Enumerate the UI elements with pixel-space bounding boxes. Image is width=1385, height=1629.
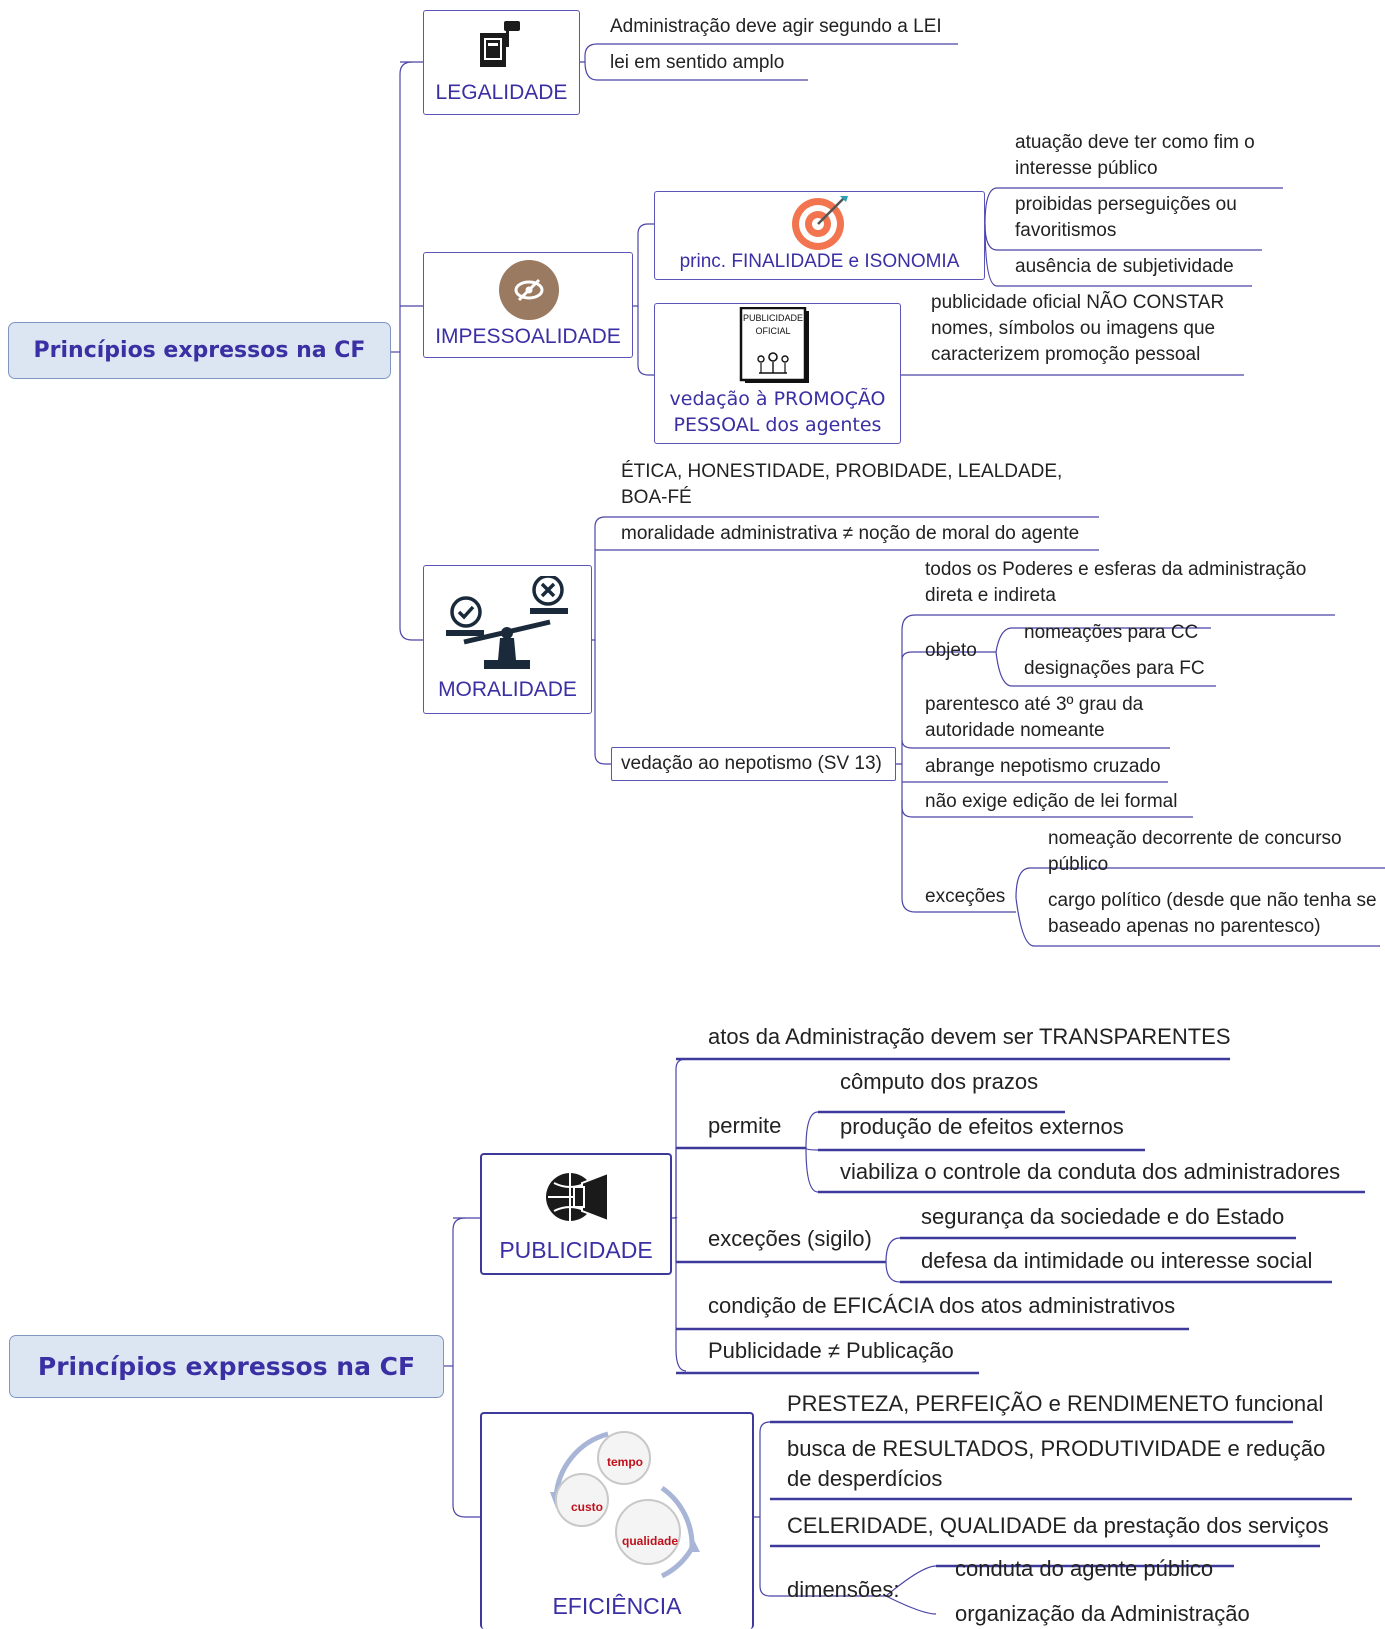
nepotismo-item-2: parentesco até 3º grau da autoridade nom… <box>925 694 1144 741</box>
dimensoes-item-2: organização da Administração <box>955 1601 1250 1626</box>
dimensoes-item-1: conduta do agente público <box>955 1556 1214 1581</box>
permite-item-3: viabiliza o controle da conduta dos admi… <box>840 1159 1341 1184</box>
pub-excecoes-item-1: segurança da sociedade e do Estado <box>921 1204 1285 1229</box>
bottom-root-label: Princípios expressos na CF <box>37 1352 416 1381</box>
vedacao-node[interactable]: PUBLICIDADE OFICIAL vedação à PROMOÇÃO P… <box>654 303 901 444</box>
finalidade-item-1: atuação deve ter como fim o interesse pú… <box>1015 132 1255 179</box>
nepotismo-label: vedação ao nepotismo (SV 13) <box>621 753 882 774</box>
legalidade-title: LEGALIDADE <box>435 81 568 104</box>
nepotismo-node[interactable]: vedação ao nepotismo (SV 13) <box>611 747 896 781</box>
finalidade-item-3: ausência de subjetividade <box>1015 256 1234 277</box>
objeto-item-2: designações para FC <box>1024 658 1205 679</box>
objeto-item-1: nomeações para CC <box>1024 622 1199 643</box>
publicidade-item-2: condição de EFICÁCIA dos atos administra… <box>708 1293 1176 1318</box>
law-book-gavel-icon <box>480 21 520 67</box>
eficiencia-item-2: busca de RESULTADOS, PRODUTIVIDADE e red… <box>787 1436 1326 1491</box>
moralidade-node[interactable]: MORALIDADE <box>423 565 592 714</box>
gear-label-tempo: tempo <box>607 1455 643 1469</box>
balance-scale-icon <box>446 576 568 669</box>
moralidade-title: MORALIDADE <box>438 678 577 701</box>
moralidade-item-1: ÉTICA, HONESTIDADE, PROBIDADE, LEALDADE,… <box>621 461 1063 508</box>
eficiencia-item-3: CELERIDADE, QUALIDADE da prestação dos s… <box>787 1513 1329 1538</box>
finalidade-item-2: proibidas perseguições ou favoritismos <box>1015 194 1237 241</box>
finalidade-title: princ. FINALIDADE e ISONOMIA <box>679 251 960 272</box>
gear-label-qualidade: qualidade <box>622 1534 679 1548</box>
publicidade-title: PUBLICIDADE <box>499 1237 653 1263</box>
pub-excecoes-label: exceções (sigilo) <box>708 1226 872 1251</box>
nepotismo-item-4: não exige edição de lei formal <box>925 791 1178 812</box>
poster-line-2: OFICIAL <box>755 326 791 336</box>
permite-item-1: cômputo dos prazos <box>840 1069 1039 1094</box>
target-icon <box>792 196 848 250</box>
excecoes-label: exceções <box>925 886 1006 907</box>
publicity-poster-icon: PUBLICIDADE OFICIAL <box>739 307 819 385</box>
excecoes-item-2: cargo político (desde que não tenha se b… <box>1048 890 1377 937</box>
impessoalidade-title: IMPESSOALIDADE <box>435 325 621 348</box>
objeto-label: objeto <box>925 640 977 661</box>
eficiencia-title: EFICIÊNCIA <box>552 1593 682 1619</box>
legalidade-item-1: Administração deve agir segundo a LEI <box>610 16 942 37</box>
publicidade-item-3: Publicidade ≠ Publicação <box>708 1338 954 1363</box>
eye-slash-icon <box>499 260 559 320</box>
pub-excecoes-item-2: defesa da intimidade ou interesse social <box>921 1248 1313 1273</box>
bottom-root-node[interactable]: Princípios expressos na CF <box>9 1335 444 1398</box>
legalidade-item-2: lei em sentido amplo <box>610 52 785 73</box>
nepotismo-item-3: abrange nepotismo cruzado <box>925 756 1161 777</box>
top-root-node[interactable]: Princípios expressos na CF <box>8 322 391 379</box>
vedacao-title-line2: PESSOAL dos agentes <box>673 414 882 436</box>
eficiencia-node[interactable]: tempo custo qualidade EFICIÊNCIA <box>480 1412 754 1629</box>
publicidade-node[interactable]: PUBLICIDADE <box>480 1153 672 1275</box>
excecoes-item-1: nomeação decorrente de concurso público <box>1048 828 1342 875</box>
globe-megaphone-icon <box>546 1171 609 1223</box>
finalidade-node[interactable]: princ. FINALIDADE e ISONOMIA <box>654 191 985 280</box>
vedacao-item: publicidade oficial NÃO CONSTAR nomes, s… <box>931 292 1225 365</box>
moralidade-item-2: moralidade administrativa ≠ noção de mor… <box>621 523 1080 544</box>
dimensoes-label: dimensões: <box>787 1577 900 1602</box>
permite-label: permite <box>708 1113 782 1138</box>
vedacao-title-line1: vedação à PROMOÇÃO <box>669 388 886 410</box>
publicidade-item-1: atos da Administração devem ser TRANSPAR… <box>708 1024 1231 1049</box>
top-root-label: Princípios expressos na CF <box>33 338 366 363</box>
eficiencia-item-1: PRESTEZA, PERFEIÇÃO e RENDIMENETO funcio… <box>787 1391 1324 1416</box>
nepotismo-item-1: todos os Poderes e esferas da administra… <box>925 559 1307 606</box>
gears-cycle-icon <box>550 1431 700 1579</box>
poster-line-1: PUBLICIDADE <box>742 313 804 323</box>
gear-label-custo: custo <box>571 1500 604 1514</box>
impessoalidade-node[interactable]: IMPESSOALIDADE <box>423 252 633 358</box>
permite-item-2: produção de efeitos externos <box>840 1114 1124 1139</box>
legalidade-node[interactable]: LEGALIDADE <box>423 10 580 115</box>
